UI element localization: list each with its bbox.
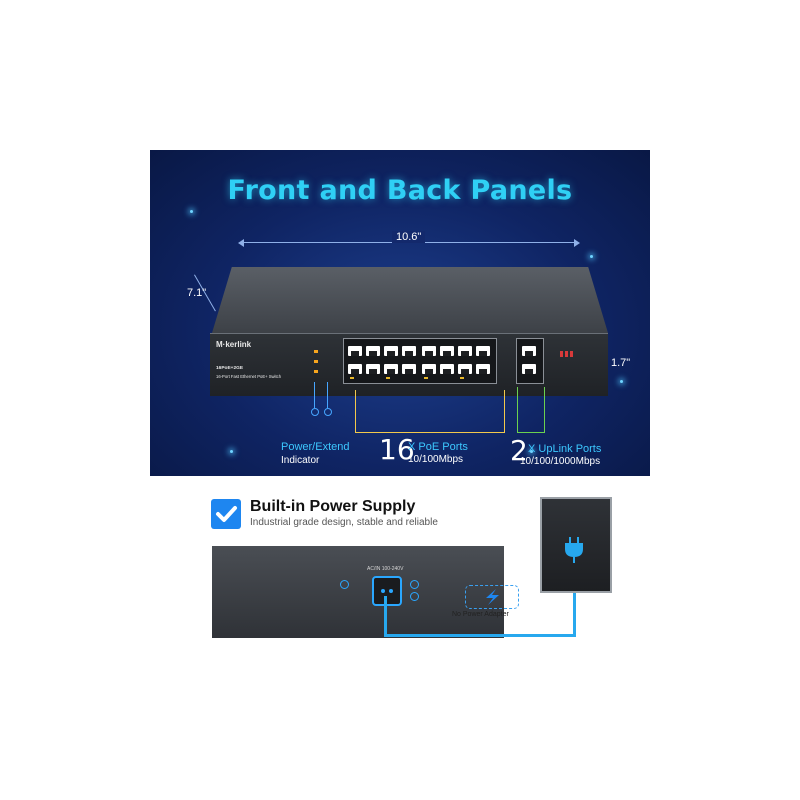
poe-port — [348, 364, 362, 374]
poe-port — [384, 364, 398, 374]
led-callout-line — [327, 382, 328, 408]
extend-led-callout — [324, 408, 332, 416]
poe-port — [476, 364, 490, 374]
power-cable — [384, 634, 576, 637]
poe-port — [366, 364, 380, 374]
poe-port — [402, 364, 416, 374]
width-left-arrow — [238, 239, 244, 247]
power-supply-title: Built-in Power Supply — [250, 498, 416, 515]
dip-switch — [570, 351, 573, 357]
poe-port — [458, 364, 472, 374]
poe-port-led — [386, 377, 390, 379]
width-right-arrow — [574, 239, 580, 247]
poe-speed-label: 10/100Mbps — [408, 454, 464, 465]
power-led-callout — [311, 408, 319, 416]
model-label: 16PoE+2GE — [216, 366, 244, 371]
uplink-speed-label: 10/100/1000Mbps — [520, 456, 601, 467]
poe-port — [422, 346, 436, 356]
uplink-ports-label: X UpLink Ports — [528, 443, 602, 455]
poe-ports-label: X PoE Ports — [408, 441, 468, 453]
ground-icon — [410, 592, 419, 601]
power-plug-icon — [563, 537, 585, 563]
model-description: 16-Port Fast Ethernet PoE+ Switch — [216, 374, 282, 379]
switch-back-panel: AC/IN 100-240V — [212, 546, 504, 638]
depth-label: 7.1" — [187, 287, 207, 299]
poe-port — [422, 364, 436, 374]
ac-input-label: AC/IN 100-240V — [367, 566, 404, 572]
poe-port-led — [424, 377, 428, 379]
poe-port-led — [350, 377, 354, 379]
power-led — [314, 350, 318, 353]
ac-power-socket — [372, 576, 402, 606]
dip-switch — [560, 351, 563, 357]
height-label: 1.7" — [611, 357, 631, 369]
poe-port — [348, 346, 362, 356]
extend-led — [314, 370, 318, 373]
power-supply-subtitle: Industrial grade design, stable and reli… — [250, 517, 438, 528]
uplink-port — [522, 346, 536, 356]
power-cable — [384, 596, 387, 636]
poe-port — [402, 346, 416, 356]
dip-switch — [565, 351, 568, 357]
switch-top-cover — [212, 267, 608, 333]
uplink-ports-bracket — [517, 387, 545, 433]
screw-hole-icon — [410, 580, 419, 589]
poe-ports-bracket — [355, 390, 505, 433]
uplink-port-block — [516, 338, 544, 384]
poe-count: 16 — [379, 433, 415, 466]
poe-port — [440, 364, 454, 374]
power-cable — [573, 560, 576, 637]
poe-port — [440, 346, 454, 356]
poe-port-led — [460, 377, 464, 379]
poe-port — [384, 346, 398, 356]
poe-port — [458, 346, 472, 356]
power-indicator-label-line2: Indicator — [281, 455, 320, 466]
no-adapter-label: No Power Adapter — [452, 611, 509, 618]
panel-title: Front and Back Panels — [227, 175, 573, 206]
poe-port-block — [343, 338, 497, 384]
led-callout-line — [314, 382, 315, 408]
checkmark-icon — [211, 499, 241, 529]
poe-port — [476, 346, 490, 356]
screw-hole-icon — [340, 580, 349, 589]
uplink-port — [522, 364, 536, 374]
front-back-panel: Front and Back Panels 10.6" 7.1" 1.7" M·… — [150, 150, 650, 476]
poe-port — [366, 346, 380, 356]
power-indicator-label-line1: Power/Extend — [281, 441, 350, 453]
adapter-placeholder — [465, 585, 519, 609]
width-label: 10.6" — [392, 231, 426, 243]
switch-front-panel: M·kerlink 16PoE+2GE 16-Port Fast Etherne… — [210, 333, 608, 396]
brand-logo: M·kerlink — [216, 340, 252, 349]
uplink-count: 2 — [510, 434, 528, 467]
link-led — [314, 360, 318, 363]
